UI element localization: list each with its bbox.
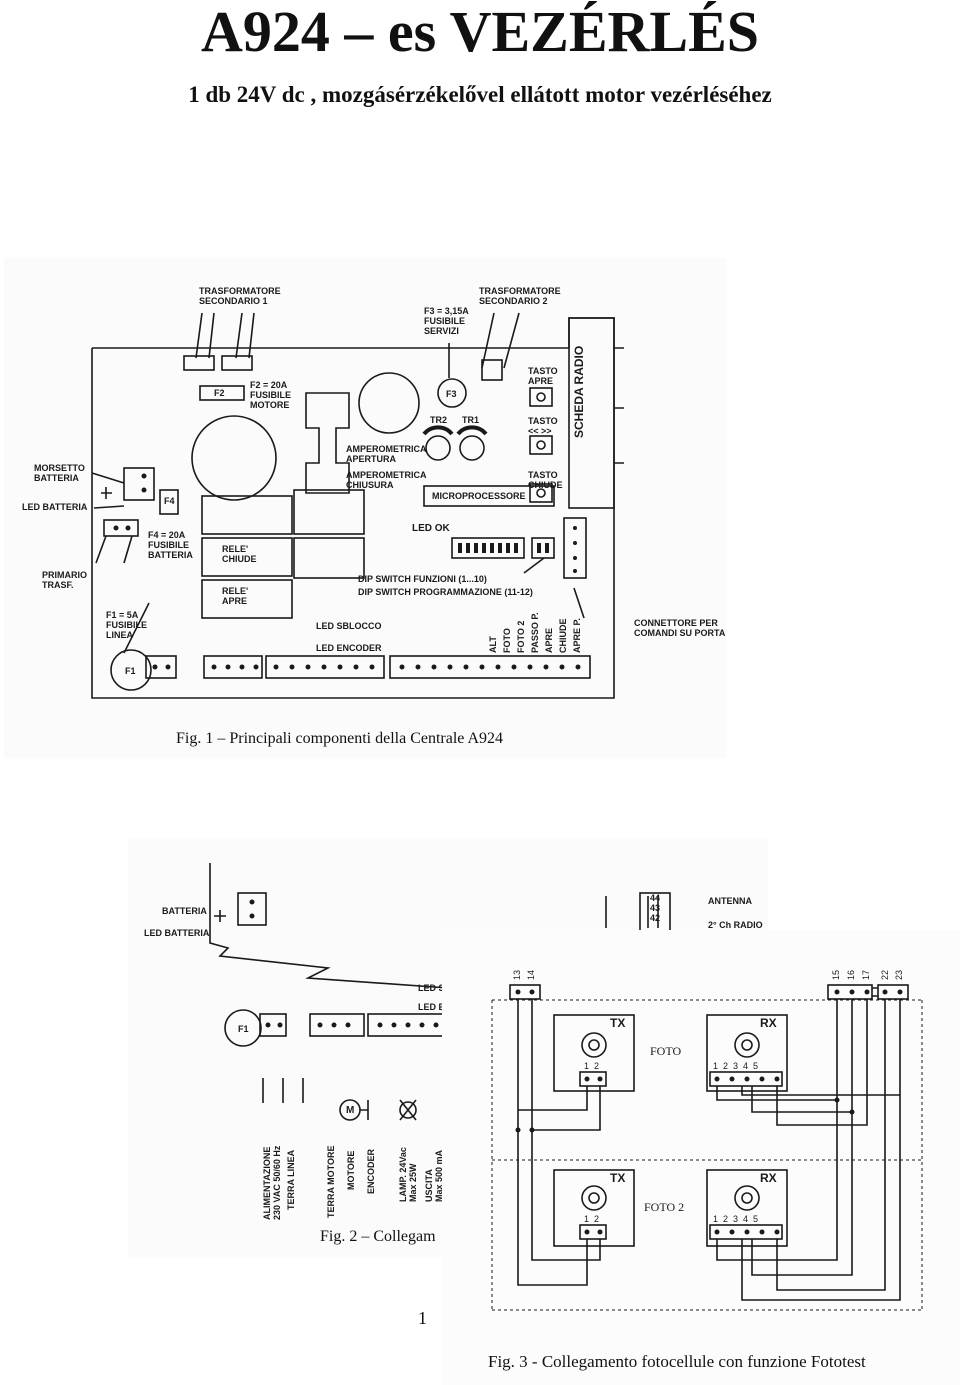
fig3-label-rx2: RX <box>760 1171 777 1185</box>
fig3-schematic <box>491 984 923 1311</box>
fig2-caption: Fig. 2 – Collegam <box>320 1228 436 1245</box>
label-f1-tag: F1 <box>125 666 136 676</box>
fig2-label-terminals: 44 43 42 <box>650 893 661 923</box>
fig3-term-15: 15 <box>831 969 841 980</box>
label-f3: F3 = 3,15A FUSIBILE SERVIZI <box>424 306 469 336</box>
label-tr1: TR1 <box>462 415 480 425</box>
fig2-label-lamp: LAMP. 24Vac Max 25W <box>398 1147 418 1202</box>
fig2-label-m: M <box>346 1105 355 1116</box>
led-label-foto: FOTO <box>502 628 512 653</box>
fig3-term-17: 17 <box>861 969 871 980</box>
fig3-rx2-pins: 1 2 3 4 5 <box>713 1214 759 1224</box>
label-tasto-mid: TASTO << >> <box>528 416 558 436</box>
label-led-ok: LED OK <box>412 523 450 534</box>
figure-3: 13 14 15 16 17 22 23 TX RX FOTO 1 2 1 2 … <box>442 930 960 1385</box>
led-label-apre: APRE <box>544 627 554 653</box>
fig2-label-f1: F1 <box>238 1024 249 1034</box>
fig3-term-13: 13 <box>512 969 522 980</box>
fig2-label-uscita: USCITA Max 500 mA <box>424 1149 444 1202</box>
label-connettore: CONNETTORE PER COMANDI SU PORTA <box>634 618 726 638</box>
fig2-label-alimentazione: ALIMENTAZIONE 230 VAC 50/60 Hz <box>262 1145 282 1220</box>
label-led-sblocco: LED SBLOCCO <box>316 621 382 631</box>
fig2-label-batteria: BATTERIA <box>162 906 207 916</box>
label-amp-apertura: AMPEROMETRICA APERTURA <box>346 444 427 464</box>
label-primario: PRIMARIO TRASF. <box>42 570 87 590</box>
label-trasf2: TRASFORMATORE SECONDARIO 2 <box>479 286 561 306</box>
label-scheda-radio: SCHEDA RADIO <box>572 345 586 438</box>
label-f4: F4 = 20A FUSIBILE BATTERIA <box>148 530 193 560</box>
led-label-alt: ALT <box>488 636 498 653</box>
label-trasf1: TRASFORMATORE SECONDARIO 1 <box>199 286 281 306</box>
fig3-label-foto2: FOTO 2 <box>644 1200 685 1214</box>
label-tr2: TR2 <box>430 415 448 425</box>
label-f2: F2 = 20A FUSIBILE MOTORE <box>250 380 292 410</box>
fig2-label-motore: MOTORE <box>346 1150 356 1190</box>
fig3-label-rx1: RX <box>760 1016 777 1030</box>
fig3-tx2-pins: 1 2 <box>584 1214 600 1224</box>
fig3-term-14: 14 <box>526 969 536 980</box>
label-f4-tag: F4 <box>164 496 175 506</box>
fig2-label-terra-linea: TERRA LINEA <box>286 1149 296 1210</box>
figure-1: TRASFORMATORE SECONDARIO 1 TRASFORMATORE… <box>4 258 726 758</box>
fig2-label-terra-motore: TERRA MOTORE <box>326 1145 336 1218</box>
label-morsetto: MORSETTO BATTERIA <box>34 463 85 483</box>
fig2-label-led-batteria: LED BATTERIA <box>144 928 210 938</box>
page-number: 1 <box>418 1308 427 1328</box>
led-label-passo: PASSO P. <box>530 612 540 653</box>
fig3-tx1-pins: 1 2 <box>584 1061 600 1071</box>
fig3-term-16: 16 <box>846 969 856 980</box>
fig2-label-radio: 2° Ch RADIO <box>708 920 763 930</box>
page-title: A924 – es VEZÉRLÉS <box>200 0 760 64</box>
fig1-schematic <box>91 312 624 699</box>
fig3-rx1-pins: 1 2 3 4 5 <box>713 1061 759 1071</box>
label-tasto-chiude: TASTO CHIUDE <box>528 470 563 490</box>
fig3-label-foto1: FOTO <box>650 1044 682 1058</box>
fig3-label-tx1: TX <box>610 1016 626 1030</box>
label-dip-prog: DIP SWITCH PROGRAMMAZIONE (11-12) <box>358 587 533 597</box>
fig3-term-23: 23 <box>894 969 904 980</box>
label-amp-chiusura: AMPEROMETRICA CHIUSURA <box>346 470 427 490</box>
label-micro: MICROPROCESSORE <box>432 491 526 501</box>
fig1-caption: Fig. 1 – Principali componenti della Cen… <box>176 730 504 747</box>
page-subtitle: 1 db 24V dc , mozgásérzékelővel ellátott… <box>188 82 772 107</box>
label-f2-tag: F2 <box>214 388 225 398</box>
label-rele-apre: RELE' APRE <box>222 586 249 606</box>
label-dip-funz: DIP SWITCH FUNZIONI (1...10) <box>358 574 487 584</box>
label-f1: F1 = 5A FUSIBILE LINEA <box>106 610 148 640</box>
fig3-label-tx2: TX <box>610 1171 626 1185</box>
led-label-apre-p: APRE P. <box>572 618 582 653</box>
led-label-chiude: CHIUDE <box>558 618 568 653</box>
fig3-caption: Fig. 3 - Collegamento fotocellule con fu… <box>488 1352 866 1371</box>
label-rele-chiude: RELE' CHIUDE <box>222 544 257 564</box>
fig2-label-antenna: ANTENNA <box>708 896 752 906</box>
fig3-term-22: 22 <box>880 969 890 980</box>
fig2-label-encoder: ENCODER <box>366 1148 376 1194</box>
label-led-batteria: LED BATTERIA <box>22 502 88 512</box>
label-led-encoder: LED ENCODER <box>316 643 382 653</box>
led-label-foto2: FOTO 2 <box>516 620 526 653</box>
label-tasto-apre: TASTO APRE <box>528 366 558 386</box>
label-f3-tag: F3 <box>446 389 457 399</box>
